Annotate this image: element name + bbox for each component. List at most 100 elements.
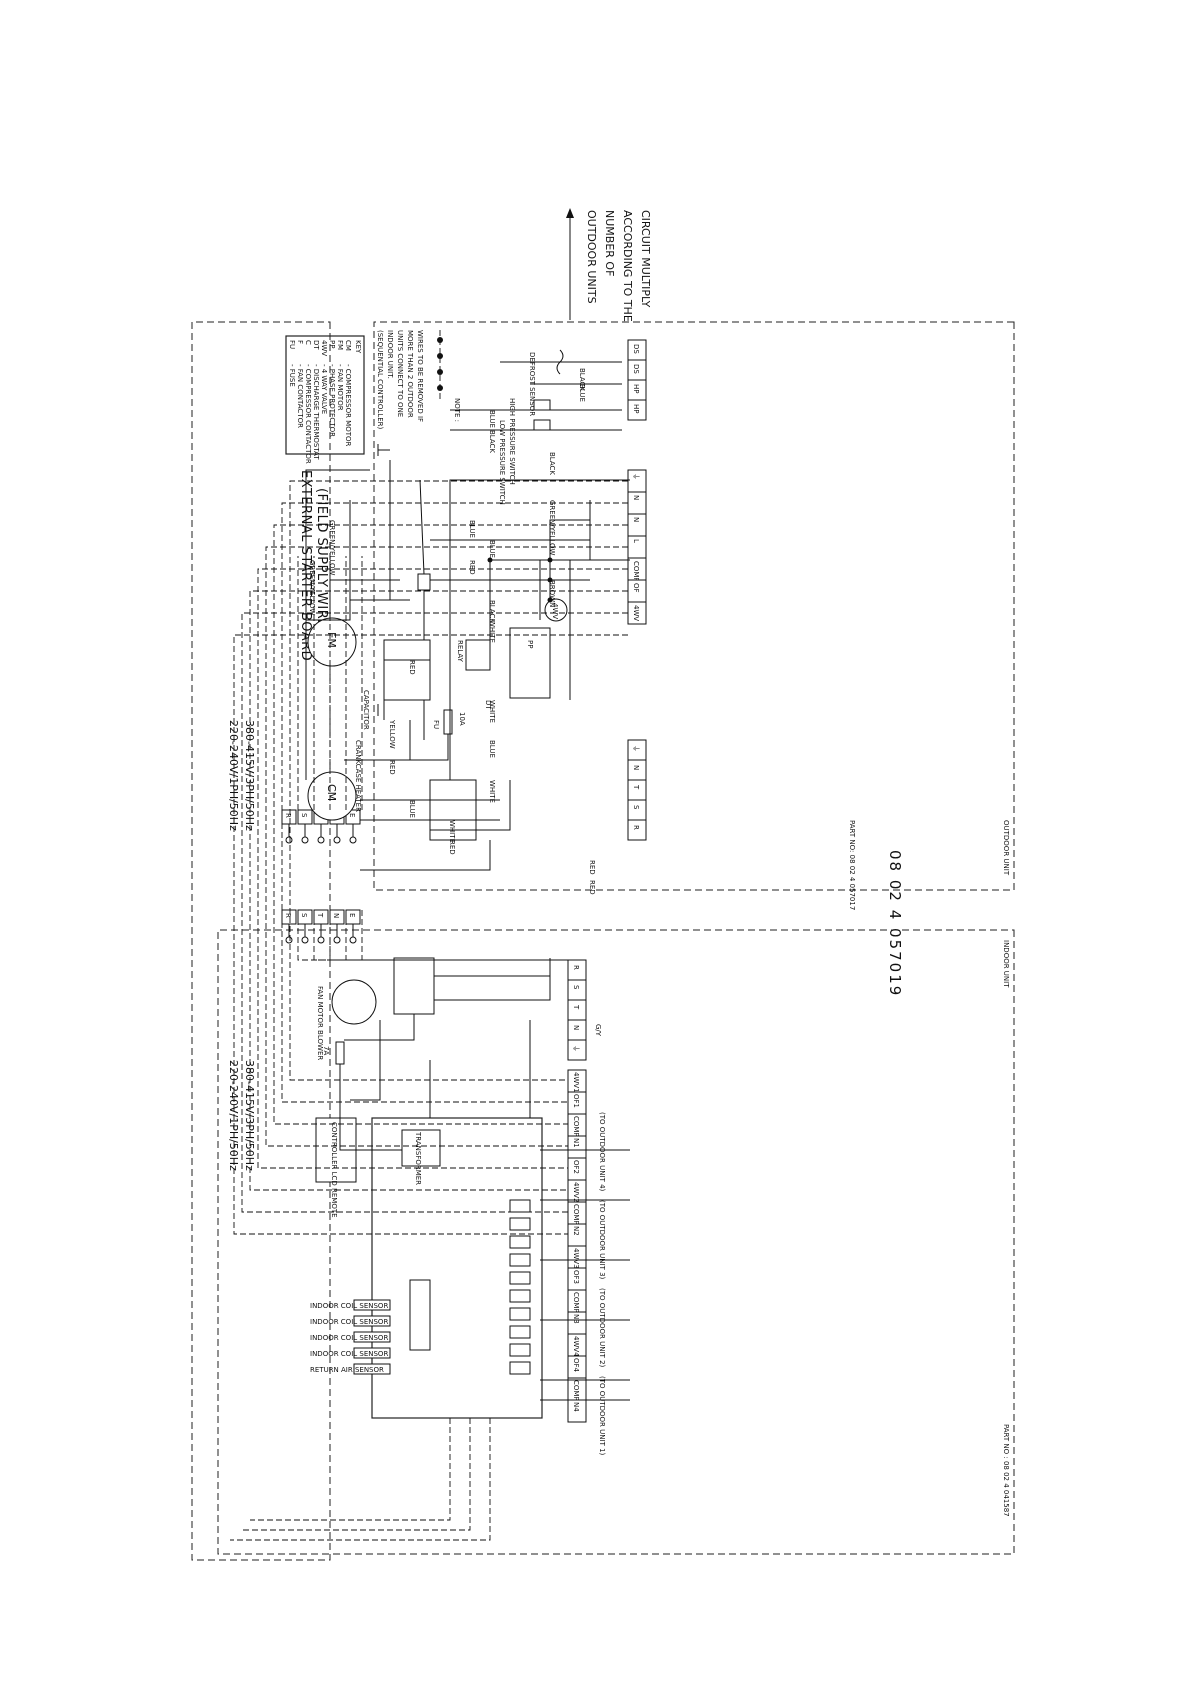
in-w16: [250, 1418, 451, 1521]
in-power-terminal-label-3: N: [572, 1025, 580, 1030]
note-dot-3: [437, 369, 443, 375]
od-power-terminal-label-4: R: [632, 825, 640, 830]
wire-color-label-9: BROWN: [548, 580, 556, 607]
wire-color-label-14: YELLOW: [388, 719, 396, 749]
key-desc-3: - 4 WAY VALVE: [320, 364, 328, 414]
od-power-terminal-4: [627, 819, 647, 841]
low-pressure-switch-label: LOW PRESSURE SWITCH: [498, 420, 506, 505]
wire-color-label-20: RED: [448, 840, 456, 855]
relay-label: RELAY: [456, 640, 464, 663]
od-w15: [344, 720, 411, 761]
key-code-7: FU: [288, 340, 296, 349]
wire-color-label-19: WHITE: [448, 820, 456, 843]
in-ctrl-terminal-label-13: OF4: [572, 1358, 580, 1373]
wire-color-label-22: GREEN/YELLOW: [308, 560, 316, 615]
sensor-block-2: [353, 1331, 391, 1343]
pcb-relay-0: [509, 1199, 531, 1213]
outdoor-internal-wiring: [305, 460, 630, 871]
od-w20: [305, 469, 370, 780]
supply-1ph-label-b: 220-240V/1PH/50Hz: [227, 1060, 240, 1171]
key-code-5: C: [304, 340, 312, 345]
in-power-terminal-label-1: S: [572, 985, 580, 990]
ext-a-lug-0: [285, 836, 293, 844]
field-wire-indoor-3: [345, 910, 568, 961]
field-control-wire-5: [249, 590, 628, 1191]
fan-contactor-block: [383, 639, 431, 701]
outdoor-unit-label-1: (TO OUTDOOR UNIT 2): [598, 1288, 606, 1368]
wire-color-label-24: RED: [588, 880, 596, 895]
indoor-fan-motor-label: FAN MOTOR BLOWER: [316, 986, 324, 1060]
key-code-0: CM: [344, 340, 352, 351]
supply-1ph-label-a: 220-240V/1PH/50Hz: [227, 720, 240, 831]
od-sensor-terminal-3: [627, 399, 647, 421]
sensor-wiring: DEFROST SENSOR HIGH PRESSURE SWITCH LOW …: [450, 349, 622, 505]
outdoor-part-no: PART NO: 08 02 4 057017: [848, 820, 856, 910]
wire-color-label-7: BLUE: [488, 540, 496, 558]
ext-a-terminal-label-4: E: [348, 813, 356, 817]
od-w2: [549, 519, 590, 598]
od-power-terminal-2: [627, 779, 647, 801]
pcb-relay-1: [509, 1217, 531, 1231]
four-way-valve: [544, 598, 568, 622]
in-power-terminal-label-4: ⏚: [572, 1045, 580, 1052]
wire-color-label-21: GREEN/YELLOW: [328, 520, 336, 575]
in-ctrl-terminal-label-6: COMP2: [572, 1204, 580, 1229]
note-line-5: (SEQUENTIAL CONTROLLER): [376, 330, 384, 430]
in-ctrl-terminal-label-3: N1: [572, 1138, 580, 1148]
od-w19: [306, 500, 351, 621]
outdoor-unit-label-2: (TO OUTDOOR UNIT 3): [598, 1200, 606, 1280]
wire-color-label-10: BLACK: [488, 600, 496, 623]
pcb-relay-2: [509, 1235, 531, 1249]
outdoor-unit-label-3: (TO OUTDOOR UNIT 4): [598, 1112, 606, 1192]
ext-a-lug-1: [301, 836, 309, 844]
od-w13: [360, 840, 491, 871]
ext-b-lug-4: [349, 936, 357, 944]
pcb-relay-3: [509, 1253, 531, 1267]
sensor-block-1: [353, 1315, 391, 1327]
sensor-block-0: [353, 1299, 391, 1311]
note-dot-1: [437, 337, 443, 343]
ext-a-terminal-label-1: S: [300, 813, 308, 818]
wire-color-label-18: BLUE: [408, 800, 416, 818]
indoor-fuse-label: 7A: [322, 1046, 330, 1055]
note-title: NOTE :: [453, 398, 461, 422]
wire-color-label-15: BLUE: [488, 740, 496, 758]
od-w4: [569, 559, 590, 700]
compressor-motor: [307, 771, 357, 821]
sensor-label-0: INDOOR COIL SENSOR: [310, 1302, 388, 1310]
pcb-relay-4: [509, 1271, 531, 1285]
key-code-1: FM: [336, 340, 344, 350]
pcb-relay-8: [509, 1343, 531, 1357]
field-control-wire-0: [289, 480, 628, 1081]
key-code-6: F: [296, 340, 304, 344]
wire-color-label-11: WHITE: [488, 620, 496, 643]
od-junction-1: [547, 557, 553, 563]
fan-contactor-f: [417, 573, 431, 591]
in-ctrl-terminal-label-15: N4: [572, 1402, 580, 1412]
in-ctrl-terminal-label-11: N3: [572, 1314, 580, 1324]
od-junction-3: [547, 597, 553, 603]
od-w10: [430, 780, 511, 831]
note-line-2: MORE THAN 2 OUTDOOR: [406, 330, 414, 418]
in-w1: [434, 958, 551, 1001]
indoor-control-terminal-strip: 4WV1OF1COMP1N1OF24WV2COMP2N24WV3OF3COMP3…: [567, 1069, 587, 1423]
in-ctrl-terminal-label-10: COMP3: [572, 1292, 580, 1317]
outdoor-wire-color-labels: BLACKBLUEBLUEBLACKBLACKGREEN/YELLOWBLUEB…: [308, 368, 596, 895]
wire-color-label-12: RED: [408, 660, 416, 675]
in-w6: [350, 1020, 381, 1101]
in-ctrl-terminal-label-2: COMP1: [572, 1116, 580, 1141]
key-table: [285, 335, 365, 455]
outdoor-unit-label: OUTDOOR UNIT: [1002, 820, 1010, 876]
pcb-relay-9: [509, 1361, 531, 1375]
high-pressure-switch: [533, 399, 551, 411]
pcb-relay-6: [509, 1307, 531, 1321]
od-w16: [349, 599, 410, 618]
wire-color-label-23: RED: [588, 860, 596, 875]
indoor-gy-label: G/Y: [594, 1024, 602, 1037]
transformer: [401, 1129, 441, 1167]
key-desc-1: - FAN MOTOR: [336, 364, 344, 411]
